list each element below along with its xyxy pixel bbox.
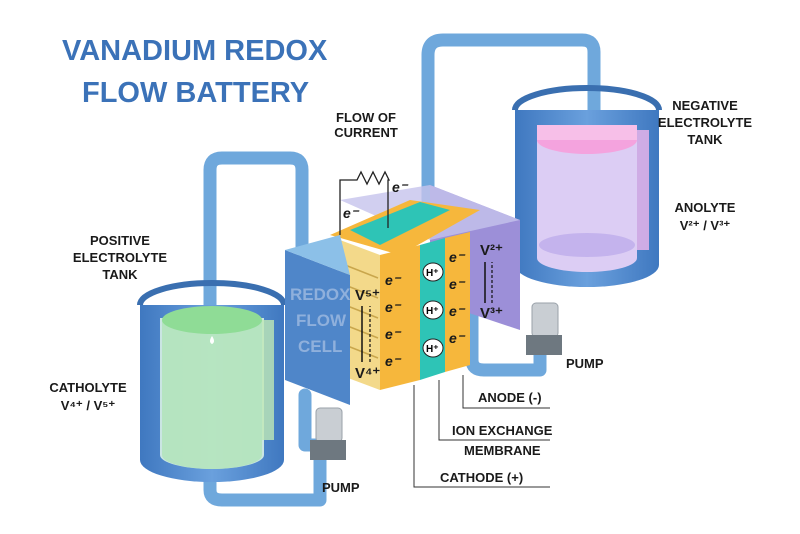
redox-flow-cell-panel (285, 250, 350, 405)
svg-text:TANK: TANK (102, 267, 138, 282)
svg-text:NEGATIVE: NEGATIVE (672, 98, 738, 113)
title-line-2: FLOW BATTERY (82, 77, 309, 109)
svg-text:MEMBRANE: MEMBRANE (464, 443, 541, 458)
cell-label-1: REDOX (290, 285, 351, 304)
svg-text:ANODE (-): ANODE (-) (478, 390, 542, 405)
svg-text:CATHOLYTE: CATHOLYTE (49, 380, 127, 395)
v2-label: V²⁺ (480, 242, 503, 259)
svg-text:e⁻: e⁻ (449, 276, 466, 292)
v3-label: V³⁺ (480, 305, 503, 322)
protons: H⁺ H⁺ H⁺ (422, 262, 444, 358)
svg-text:H⁺: H⁺ (426, 306, 439, 317)
svg-text:ELECTROLYTE: ELECTROLYTE (658, 115, 752, 130)
svg-text:V⁴⁺ / V⁵⁺: V⁴⁺ / V⁵⁺ (61, 398, 116, 413)
electron-label: e⁻ (392, 179, 409, 195)
svg-text:e⁻: e⁻ (449, 249, 466, 265)
svg-text:POSITIVE: POSITIVE (90, 233, 150, 248)
svg-text:e⁻: e⁻ (385, 299, 402, 315)
labels: FLOW OF CURRENT POSITIVE ELECTROLYTE TAN… (49, 98, 752, 495)
external-circuit (339, 170, 391, 235)
svg-text:CATHODE (+): CATHODE (+) (440, 470, 523, 485)
svg-text:PUMP: PUMP (322, 480, 360, 495)
v4-label: V⁴⁺ (355, 365, 380, 382)
svg-text:FLOW OF: FLOW OF (336, 110, 396, 125)
v5-label: V⁵⁺ (355, 287, 380, 304)
title-line-1: VANADIUM REDOX (62, 35, 328, 67)
svg-text:e⁻: e⁻ (449, 303, 466, 319)
pump-left-icon (310, 407, 346, 460)
electron-label: e⁻ (343, 205, 360, 221)
svg-text:TANK: TANK (687, 132, 723, 147)
electrons: e⁻ e⁻ e⁻ e⁻ e⁻ e⁻ e⁻ e⁻ (385, 249, 466, 369)
negative-electrolyte-tank (512, 85, 662, 287)
svg-text:e⁻: e⁻ (449, 330, 466, 346)
svg-text:e⁻: e⁻ (385, 272, 402, 288)
svg-text:ANOLYTE: ANOLYTE (675, 200, 736, 215)
svg-text:PUMP: PUMP (566, 356, 604, 371)
svg-text:ION EXCHANGE: ION EXCHANGE (452, 423, 553, 438)
cell-label-2: FLOW (296, 311, 347, 330)
anode (445, 232, 470, 372)
svg-text:e⁻: e⁻ (385, 353, 402, 369)
pipe-left-top (203, 151, 309, 337)
pipe-right-top (421, 33, 601, 207)
pipe-left-bottom (203, 443, 327, 507)
svg-text:CURRENT: CURRENT (334, 125, 398, 140)
cathode (380, 245, 420, 390)
drop-icon (210, 336, 214, 344)
cell-label-3: CELL (298, 337, 342, 356)
pump-right-icon (526, 302, 562, 355)
positive-electrolyte-tank (137, 280, 287, 482)
leader-lines (413, 375, 550, 488)
svg-text:H⁺: H⁺ (426, 344, 439, 355)
svg-text:H⁺: H⁺ (426, 268, 439, 279)
svg-text:ELECTROLYTE: ELECTROLYTE (73, 250, 167, 265)
pipe-right-bottom (465, 293, 547, 377)
svg-text:V²⁺ / V³⁺: V²⁺ / V³⁺ (680, 218, 731, 233)
svg-text:e⁻: e⁻ (385, 326, 402, 342)
